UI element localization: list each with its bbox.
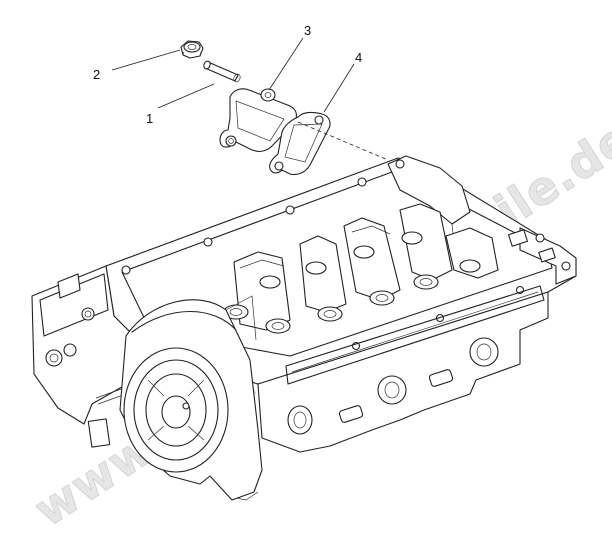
- side-ports: [287, 337, 499, 435]
- valve-pockets: [223, 231, 481, 334]
- part-cover-plate: [219, 88, 297, 152]
- callout-1: 1: [146, 111, 153, 126]
- callout-2: 2: [93, 67, 100, 82]
- part-stud: [203, 60, 241, 83]
- callout-3: 3: [304, 23, 311, 38]
- leader-line-2: [111, 49, 181, 71]
- cylinder-head: [31, 155, 577, 501]
- part-gasket: [269, 111, 331, 176]
- timing-housing: [119, 295, 263, 501]
- part-nut: [180, 40, 204, 59]
- bearing-towers: [233, 203, 499, 331]
- leader-line-4: [323, 63, 355, 113]
- leader-line-1: [157, 83, 215, 109]
- leader-line-3: [268, 37, 304, 91]
- assembly-axis: [297, 121, 389, 161]
- callout-4: 4: [355, 50, 362, 65]
